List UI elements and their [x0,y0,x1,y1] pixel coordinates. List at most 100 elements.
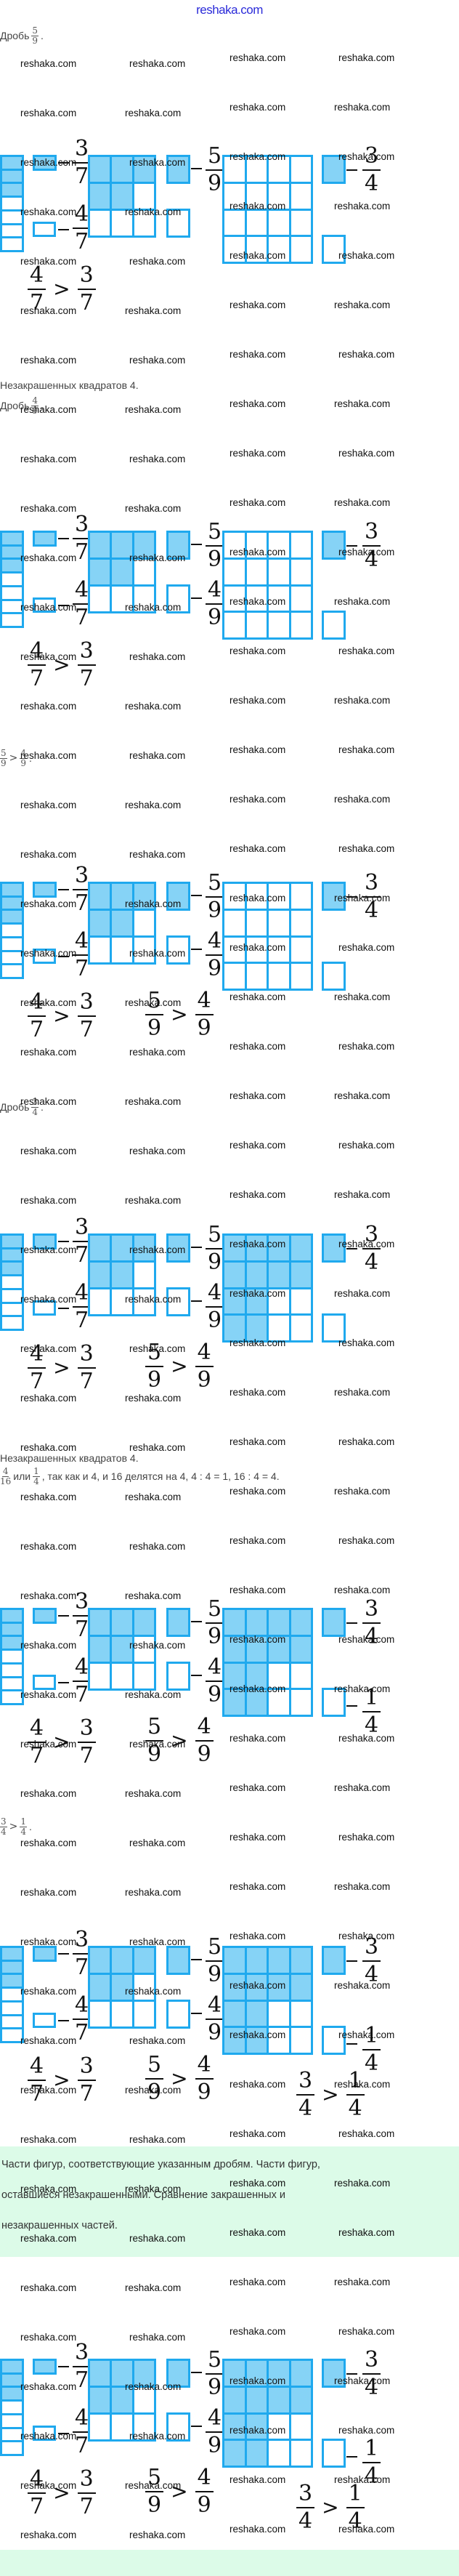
grid-cell [224,1316,245,1340]
grid-cell [291,2001,311,2026]
watermark: reshaka.com [334,2474,391,2485]
watermark: reshaka.com [338,843,395,854]
grid-cell [269,1974,289,2000]
grid-cell [291,237,311,262]
legend-filled-square [166,882,190,911]
legend-empty-square [166,935,190,965]
grid-cell [90,1664,110,1689]
watermark: reshaka.com [334,201,391,212]
watermark: reshaka.com [230,349,286,360]
grid-cell [112,1637,132,1662]
grid-cell [224,210,245,236]
watermark: reshaka.com [338,942,395,953]
denominator: 9 [197,2079,211,2105]
grid-4x4 [222,1946,313,2055]
grid-cell [246,964,267,989]
watermark: reshaka.com [230,1634,286,1645]
watermark: reshaka.com [20,108,77,118]
grid-cell [134,184,154,209]
grid-cell [269,1316,289,1340]
watermark: reshaka.com [334,695,391,706]
watermark: reshaka.com [20,2183,77,2194]
numerator: 5 [206,2348,224,2375]
grid-cell [291,1610,311,1635]
grid-cell [291,1289,311,1314]
watermark: reshaka.com [230,2178,286,2189]
grid-cell [269,1289,289,1314]
watermark: reshaka.com [20,1096,77,1107]
grid-cell [269,2387,289,2412]
legend-empty-square [322,2439,346,2468]
strip-7 [0,1233,24,1331]
dash [58,1615,69,1617]
denominator: 9 [32,35,38,46]
watermark: reshaka.com [125,898,182,909]
watermark: reshaka.com [125,1986,182,1997]
strip-cell [2,184,22,196]
grid-cell [90,184,110,209]
numerator: 5 [31,25,39,36]
dash [58,605,69,606]
label: Незакрашенных квадратов 4. [0,379,139,391]
dash [346,1622,357,1624]
dash [346,1705,357,1707]
watermark: reshaka.com [338,1436,395,1447]
denominator: 4 [365,170,379,196]
grid-cell [291,1236,311,1260]
strip-7 [0,882,24,979]
legend-filled-square [322,2359,346,2388]
denominator: 7 [75,2432,89,2458]
numerator: 3 [73,1216,92,1242]
numerator: 5 [145,2053,164,2080]
grid-cell [246,1289,267,1314]
watermark: reshaka.com [338,645,395,656]
watermark: reshaka.com [129,1838,186,1848]
grid-cell [269,1236,289,1260]
grid-cell [134,1975,154,2000]
grid-cell [269,2441,289,2466]
watermark: reshaka.com [125,701,182,712]
denominator: 9 [147,1015,162,1041]
watermark: reshaka.com [129,1640,186,1651]
watermark: reshaka.com [20,1294,77,1305]
grid-cell [246,1316,267,1340]
watermark: reshaka.com [20,1541,77,1552]
greater-than: > [171,1354,188,1378]
numerator: 4 [31,395,39,406]
grid-3x3 [88,1946,156,2029]
legend-filled-square [322,155,346,184]
dash [58,956,69,957]
site-link[interactable]: reshaka.com [196,3,263,17]
watermark: reshaka.com [230,1337,286,1348]
watermark: reshaka.com [20,1146,77,1156]
strip-7 [0,1946,24,2043]
grid-cell [246,1690,267,1715]
watermark: reshaka.com [20,1936,77,1947]
watermark: reshaka.com [20,800,77,810]
legend-filled-square [166,531,190,560]
watermark: reshaka.com [338,1733,395,1744]
watermark: reshaka.com [125,404,182,415]
grid-cell [246,884,267,909]
numerator: 4 [73,1281,92,1308]
watermark: reshaka.com [338,1931,395,1941]
strip-cell [2,238,22,250]
watermark: reshaka.com [334,596,391,607]
watermark: reshaka.com [230,1881,286,1892]
grid-3x3 [88,1233,156,1316]
legend-empty-square [322,235,346,264]
watermark: reshaka.com [338,1535,395,1546]
grid-cell [224,1262,245,1287]
grid-cell [112,1289,132,1314]
